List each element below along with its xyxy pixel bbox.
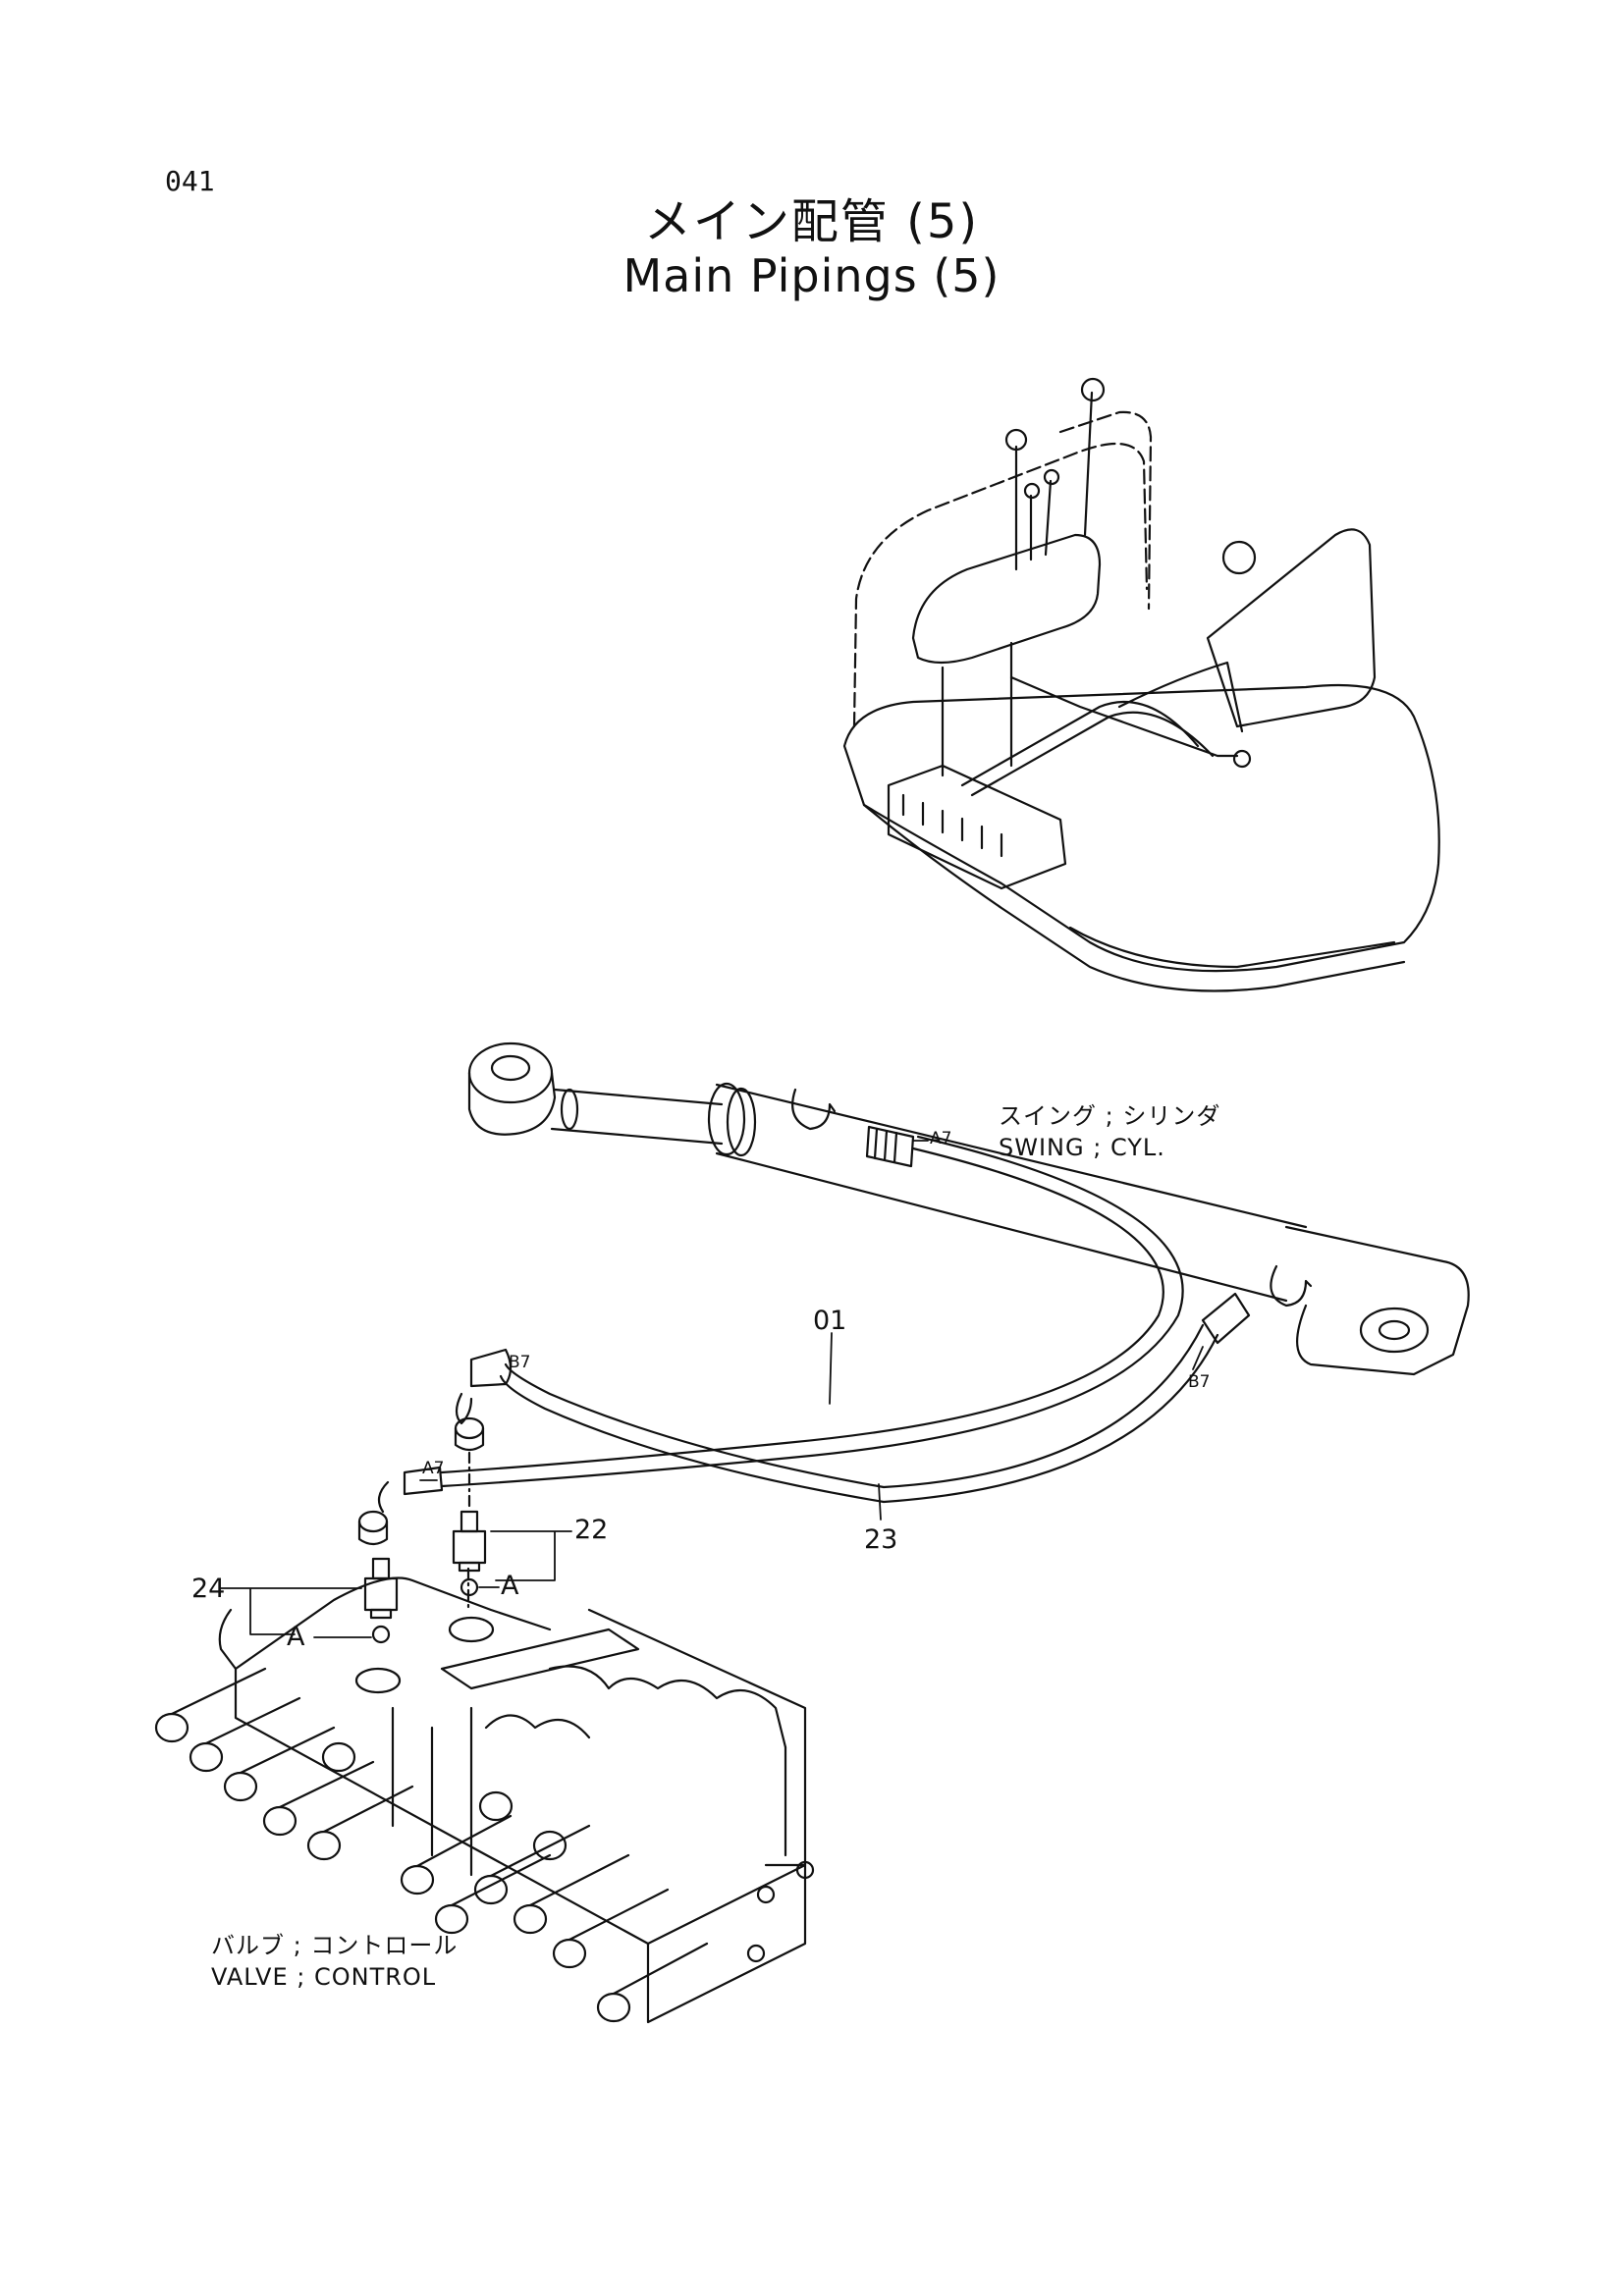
control-valve-label-en: VALVE ; CONTROL [211,1963,437,1991]
tag-b7-valve: B7 [509,1353,531,1372]
adapter-fittings [365,1512,485,1642]
part-number-01: 01 [813,1306,847,1336]
control-valve-block-icon [156,1578,813,2023]
swing-cylinder-label-en: SWING ; CYL. [999,1134,1165,1161]
detail-tag-a-left: A [287,1622,305,1652]
part-number-24: 24 [191,1574,226,1604]
part-number-22: 22 [574,1515,609,1545]
part-number-23: 23 [864,1524,898,1555]
control-valve-label-ja: バルブ ; コントロール [211,1932,459,1959]
detail-tag-a-right: A [501,1571,519,1601]
tag-b7-cylinder: B7 [1188,1372,1211,1392]
hose-assemblies [359,1127,1249,1610]
tag-a7-cylinder: A7 [930,1129,952,1148]
swing-cylinder-label-ja: スイング ; シリンダ [999,1102,1221,1130]
page-title-ja: メイン配管 (5) [643,194,980,249]
tag-a7-valve: A7 [422,1459,445,1478]
page-title-en: Main Pipings (5) [622,249,1001,302]
excavator-upper-structure-icon [844,379,1439,991]
hydraulic-cylinder-icon [469,1043,1469,1374]
page-number: 041 [165,165,215,197]
leader-lines [221,1141,1203,1637]
